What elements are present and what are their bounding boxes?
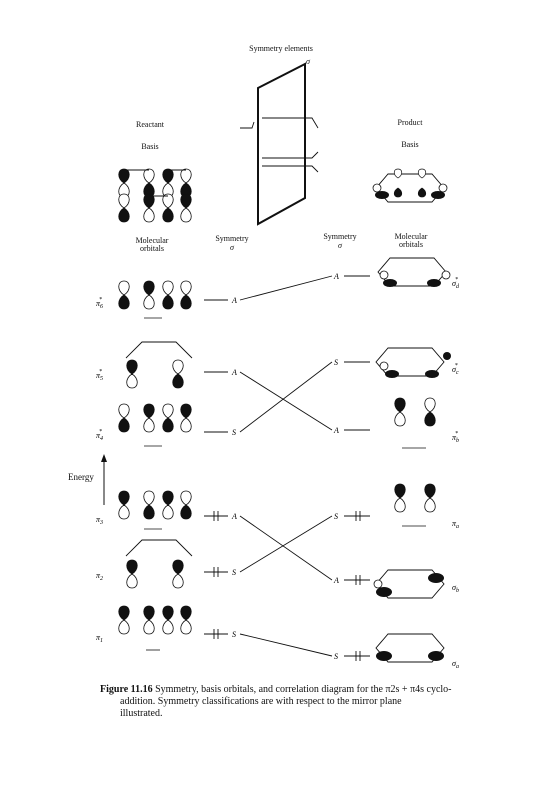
product-electron-pair	[355, 511, 361, 521]
reactant-level-label: π5*	[96, 369, 103, 382]
sym-right-line1: Symmetry	[323, 232, 357, 241]
symmetry-elements-label: Symmetry elements	[249, 44, 313, 53]
reactant-mo-pi1	[118, 605, 192, 651]
product-mo-sigma-b	[373, 569, 445, 599]
product-level-label: σd*	[452, 277, 460, 290]
energy-levels: Aπ6*Aπ5*Sπ4*Aπ3Sπ2Sπ1Aσd*Sσc*Aπb*SπaAσbS…	[96, 272, 460, 670]
reactant-level-symmetry: A	[231, 512, 237, 521]
caption-line1: Symmetry, basis orbitals, and correlatio…	[155, 684, 452, 695]
sym-right-line2: σ	[338, 241, 342, 250]
reactant-level-symmetry: A	[231, 296, 237, 305]
sym-left-line2: σ	[230, 243, 234, 252]
reactant-mo-pi3	[118, 490, 192, 530]
reactant-electron-pair	[213, 567, 219, 577]
reactant-electron-pair	[213, 629, 219, 639]
product-label: Product	[397, 118, 423, 127]
energy-arrow	[101, 454, 107, 505]
correlation-line	[239, 633, 333, 657]
reactant-level-label: π2	[96, 571, 103, 582]
product-mo-sigma-c	[375, 347, 451, 378]
sigma-plane-label: σ	[306, 57, 310, 66]
reactant-mo-pi4	[118, 403, 192, 447]
product-level-label: σa	[452, 659, 459, 670]
product-level-label: σc*	[452, 363, 459, 376]
product-level-label: σb	[452, 583, 459, 594]
mirror-plane	[240, 62, 319, 226]
correlation-line	[239, 275, 333, 301]
caption-line2: addition. Symmetry classifications are w…	[120, 696, 402, 707]
product-basis-orbitals	[372, 168, 448, 203]
reactant-level-label: π3	[96, 515, 103, 526]
correlation-line	[239, 515, 333, 581]
product-mo-pi-a	[394, 483, 436, 527]
caption-figure-number: Figure 11.16	[100, 684, 153, 695]
product-level-symmetry: A	[333, 576, 339, 585]
reactant-level-symmetry: S	[232, 428, 236, 437]
reactant-level-label: π4*	[96, 429, 103, 442]
correlation-line	[239, 371, 333, 431]
correlation-line	[239, 515, 333, 573]
figure-caption: Figure 11.16 Symmetry, basis orbitals, a…	[100, 684, 480, 720]
reactant-level-label: π6*	[96, 297, 103, 310]
basis-left-label: Basis	[141, 142, 159, 151]
product-level-symmetry: S	[334, 358, 338, 367]
product-mo-sigma-d	[377, 257, 451, 287]
energy-axis-label: Energy	[68, 472, 94, 482]
reactant-level-label: π1	[96, 633, 103, 644]
mo-right-line1: Molecular	[394, 232, 428, 241]
product-electron-pair	[355, 575, 361, 585]
reactant-label: Reactant	[136, 120, 164, 129]
product-level-label: πa	[452, 519, 459, 530]
correlation-line	[239, 361, 333, 433]
mo-right-line2: orbitals	[399, 240, 423, 249]
product-level-symmetry: S	[334, 512, 338, 521]
product-mo-sigma-a	[375, 633, 445, 663]
correlation-diagram: Aπ6*Aπ5*Sπ4*Aπ3Sπ2Sπ1Aσd*Sσc*Aπb*SπaAσbS…	[96, 62, 460, 670]
reactant-electron-pair	[213, 511, 219, 521]
product-electron-pair	[355, 651, 361, 661]
reactant-basis-orbitals	[118, 168, 192, 223]
product-level-label: πb*	[452, 431, 459, 444]
mo-left-line2: orbitals	[140, 244, 164, 253]
basis-right-label: Basis	[401, 140, 419, 149]
reactant-mo-pi2	[125, 539, 193, 589]
product-level-symmetry: A	[333, 272, 339, 281]
reactant-level-symmetry: S	[232, 568, 236, 577]
sym-left-line1: Symmetry	[215, 234, 249, 243]
caption-line3: illustrated.	[120, 708, 163, 719]
reactant-mo-pi5	[125, 341, 193, 389]
product-mo-pi-b	[394, 397, 436, 449]
mo-left-line1: Molecular	[135, 236, 169, 245]
reactant-mo-pi6	[118, 280, 192, 319]
reactant-level-symmetry: A	[231, 368, 237, 377]
product-level-symmetry: A	[333, 426, 339, 435]
reactant-level-symmetry: S	[232, 630, 236, 639]
product-level-symmetry: S	[334, 652, 338, 661]
